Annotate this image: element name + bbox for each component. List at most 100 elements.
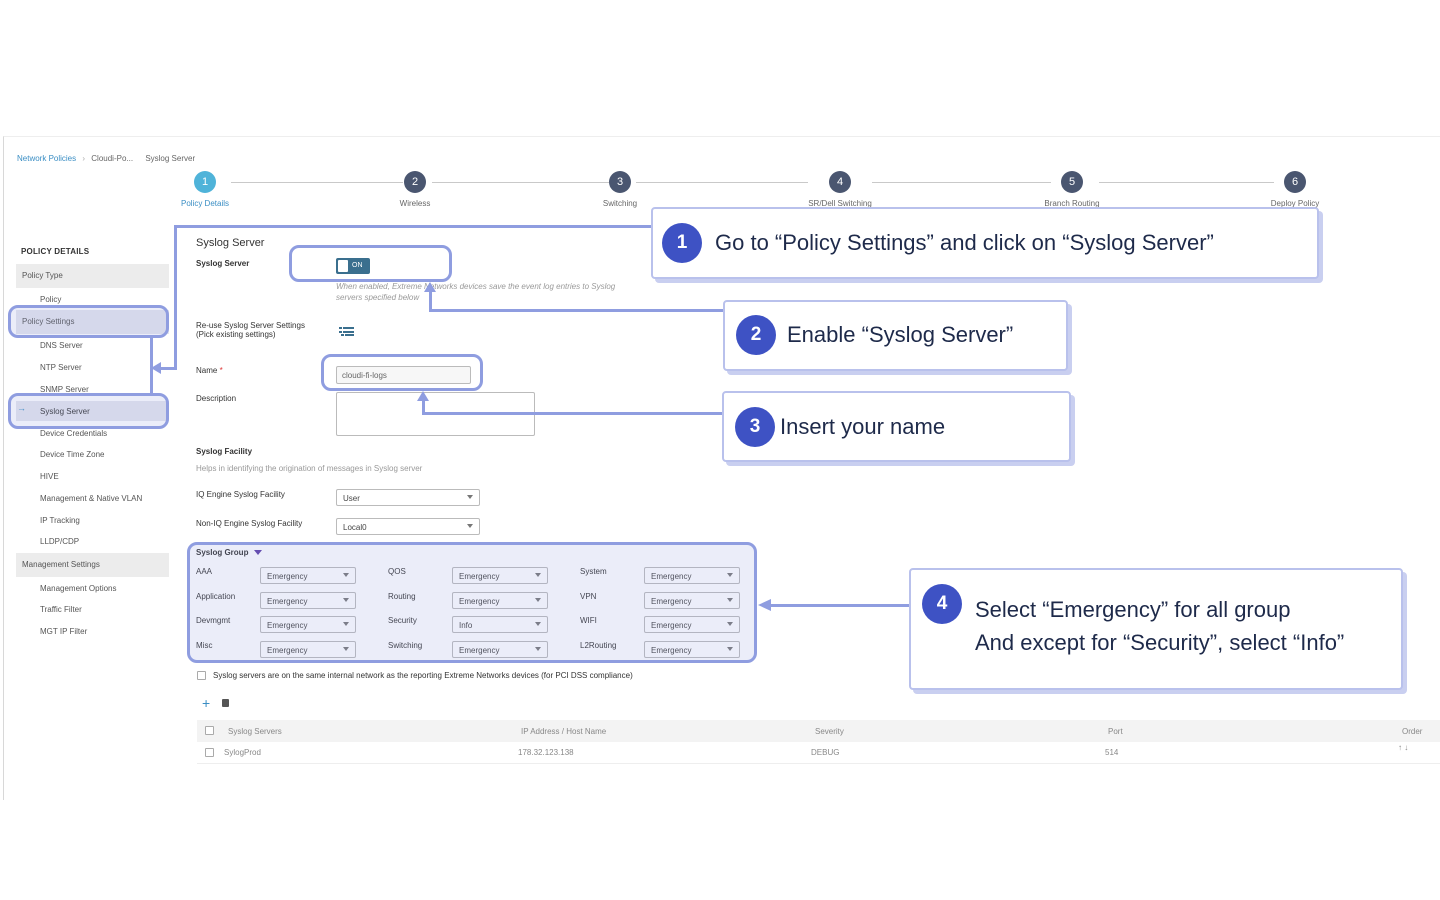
callout-4-line2: And except for “Security”, select “Info” xyxy=(975,630,1345,655)
step-1-circle[interactable]: 1 xyxy=(194,171,216,193)
group-select-switching[interactable]: Emergency xyxy=(452,641,548,658)
breadcrumb-root[interactable]: Network Policies xyxy=(17,154,77,163)
highlight-syslog-group xyxy=(187,542,757,663)
sidebar-group-policy-settings[interactable]: Policy Settings xyxy=(16,310,169,334)
step-6-label[interactable]: Deploy Policy xyxy=(1270,199,1320,208)
step-2-label[interactable]: Wireless xyxy=(399,199,431,208)
col-severity[interactable]: Severity xyxy=(815,727,844,736)
select-all-checkbox[interactable] xyxy=(205,726,214,735)
col-order[interactable]: Order xyxy=(1402,727,1423,736)
group-label-vpn: VPN xyxy=(580,592,597,601)
callout-1-text: Go to “Policy Settings” and click on “Sy… xyxy=(715,230,1214,255)
chevron-down-icon xyxy=(467,495,473,499)
sidebar-item-dns[interactable]: DNS Server xyxy=(40,341,83,350)
callout-2-badge: 2 xyxy=(736,315,776,355)
pci-checkbox[interactable] xyxy=(197,671,206,680)
list-pick-icon[interactable] xyxy=(339,323,354,341)
required-mark: * xyxy=(219,366,223,375)
group-label-application: Application xyxy=(196,592,236,601)
group-select-wifi[interactable]: Emergency xyxy=(644,616,740,633)
add-icon[interactable]: + xyxy=(202,695,211,711)
row-order-arrows[interactable]: ↑ ↓ xyxy=(1398,743,1409,752)
facility-title: Syslog Facility xyxy=(196,447,253,456)
chevron-down-icon xyxy=(727,573,733,577)
group-select-vpn[interactable]: Emergency xyxy=(644,592,740,609)
connector-3-vert xyxy=(422,400,425,414)
sidebar-item-ntp[interactable]: NTP Server xyxy=(40,363,82,372)
group-label-aaa: AAA xyxy=(196,567,213,576)
group-select-qos[interactable]: Emergency xyxy=(452,567,548,584)
sidebar-item-device-credentials[interactable]: Device Credentials xyxy=(40,429,108,438)
iq-facility-value: User xyxy=(343,494,360,503)
trash-icon[interactable] xyxy=(222,699,229,707)
group-select-l2routing[interactable]: Emergency xyxy=(644,641,740,658)
highlight-syslog-server xyxy=(8,393,169,429)
step-5-circle[interactable]: 5 xyxy=(1061,171,1083,193)
step-5-label[interactable]: Branch Routing xyxy=(1044,199,1100,208)
sidebar-item-mgt-ip-filter[interactable]: MGT IP Filter xyxy=(40,627,88,636)
reuse-label-line1: Re-use Syslog Server Settings xyxy=(196,321,305,330)
col-ip-address[interactable]: IP Address / Host Name xyxy=(521,727,607,736)
connector-policy-to-syslog xyxy=(150,338,153,396)
sidebar-item-hive[interactable]: HIVE xyxy=(40,472,59,481)
sidebar-item-traffic-filter[interactable]: Traffic Filter xyxy=(40,605,82,614)
sidebar-item-mgmt-vlan[interactable]: Management & Native VLAN xyxy=(40,494,143,503)
sidebar-group-mgmt-settings[interactable]: Management Settings xyxy=(16,553,169,577)
sidebar-item-lldp[interactable]: LLDP/CDP xyxy=(40,537,80,546)
arrow-head-2 xyxy=(424,282,436,292)
group-label-devmgmt: Devmgmt xyxy=(196,616,231,625)
step-4-label[interactable]: SR/Dell Switching xyxy=(808,199,872,208)
step-4-circle[interactable]: 4 xyxy=(829,171,851,193)
step-2-circle[interactable]: 2 xyxy=(404,171,426,193)
connector-2-horiz xyxy=(429,309,725,312)
name-label: Name * xyxy=(196,366,223,375)
group-select-routing[interactable]: Emergency xyxy=(452,592,548,609)
iq-facility-select[interactable]: User xyxy=(336,489,480,506)
group-select-security[interactable]: Info xyxy=(452,616,548,633)
chevron-down-icon xyxy=(535,598,541,602)
table-row[interactable] xyxy=(197,742,1440,764)
group-select-misc[interactable]: Emergency xyxy=(260,641,356,658)
sidebar-group-policy-type[interactable]: Policy Type xyxy=(16,264,169,288)
col-port[interactable]: Port xyxy=(1108,727,1123,736)
step-1-label[interactable]: Policy Details xyxy=(180,199,230,208)
toggle-hint-line2: servers specified below xyxy=(336,293,420,302)
sidebar-item-syslog[interactable]: Syslog Server xyxy=(40,407,90,416)
group-select-application[interactable]: Emergency xyxy=(260,592,356,609)
connector-1-top xyxy=(174,225,652,228)
noniq-facility-label: Non-IQ Engine Syslog Facility xyxy=(196,519,303,528)
noniq-facility-select[interactable]: Local0 xyxy=(336,518,480,535)
name-label-text: Name xyxy=(196,366,218,375)
name-input[interactable]: cloudi-fi-logs xyxy=(336,366,471,384)
select-value: Emergency xyxy=(459,572,500,581)
toggle-hint-line1: When enabled, Extreme Networks devices s… xyxy=(336,282,616,291)
sidebar-item-policy[interactable]: Policy xyxy=(40,295,62,304)
callout-4: 4 Select “Emergency” for all group And e… xyxy=(909,568,1403,690)
group-select-system[interactable]: Emergency xyxy=(644,567,740,584)
sidebar-item-mgmt-options[interactable]: Management Options xyxy=(40,584,117,593)
sidebar-item-ip-tracking[interactable]: IP Tracking xyxy=(40,516,80,525)
breadcrumb-middle[interactable]: Cloudi-Po... xyxy=(91,154,134,163)
sidebar-item-snmp[interactable]: SNMP Server xyxy=(40,385,89,394)
connector-4-horiz xyxy=(770,604,910,607)
row-checkbox[interactable] xyxy=(205,748,214,757)
chevron-down-icon xyxy=(343,598,349,602)
syslog-toggle[interactable]: ON xyxy=(336,258,370,274)
chevron-down-icon xyxy=(727,647,733,651)
highlight-name xyxy=(321,354,483,391)
group-select-devmgmt[interactable]: Emergency xyxy=(260,616,356,633)
step-3-label[interactable]: Switching xyxy=(602,199,638,208)
col-syslog-servers[interactable]: Syslog Servers xyxy=(228,727,282,736)
sidebar-item-device-time-zone[interactable]: Device Time Zone xyxy=(40,450,105,459)
callout-4-badge: 4 xyxy=(922,584,962,624)
group-select-aaa[interactable]: Emergency xyxy=(260,567,356,584)
callout-3-text: Insert your name xyxy=(780,414,946,439)
sidebar-item-syslog-bg xyxy=(16,401,169,421)
syslog-group-title[interactable]: Syslog Group xyxy=(196,548,262,557)
reuse-label-line2: (Pick existing settings) xyxy=(196,330,276,339)
step-3-circle[interactable]: 3 xyxy=(609,171,631,193)
step-6-circle[interactable]: 6 xyxy=(1284,171,1306,193)
connector-3-horiz xyxy=(422,412,724,415)
breadcrumb-separator: › xyxy=(82,154,86,163)
